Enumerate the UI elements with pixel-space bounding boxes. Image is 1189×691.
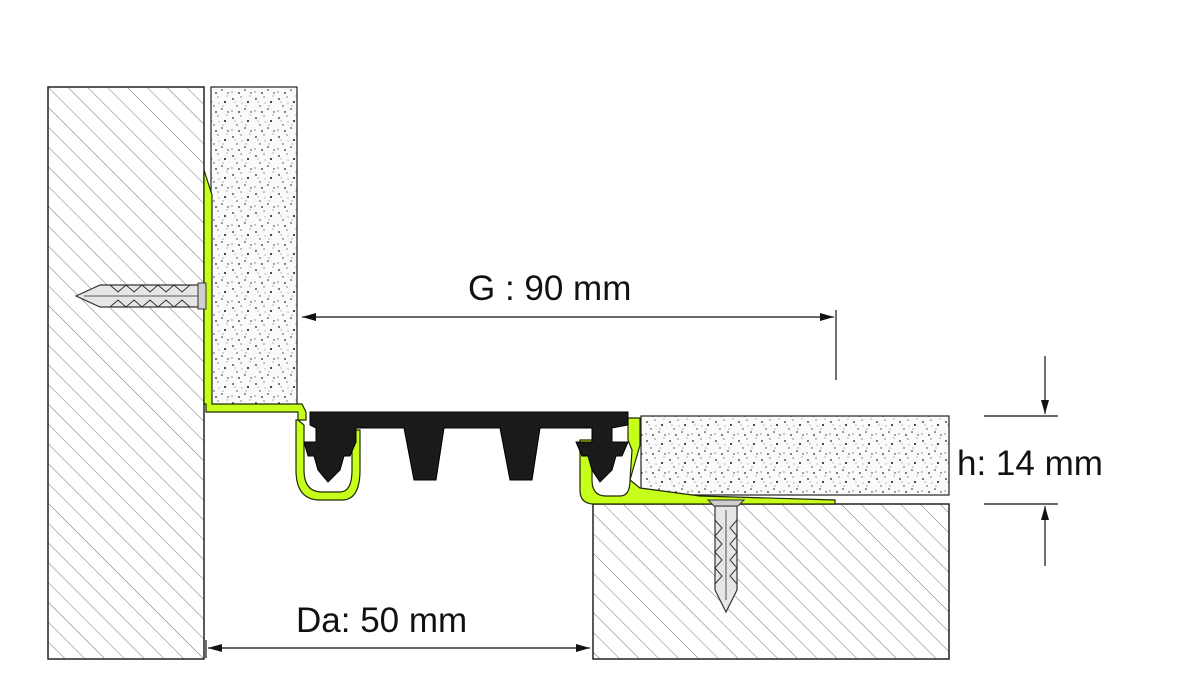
- right-floor-covering: [640, 415, 950, 496]
- left-anchor-dowel: [74, 282, 207, 310]
- height-dimension-label: h: 14 mm: [957, 444, 1103, 483]
- gap-dimension-label: G : 90 mm: [468, 269, 631, 308]
- right-floor-substrate: [592, 503, 950, 660]
- rubber-insert: [303, 411, 629, 483]
- right-anchor-dowel: [706, 499, 746, 614]
- left-wall-substrate: [47, 86, 205, 660]
- anchor-dimension-label: Da: 50 mm: [296, 601, 467, 640]
- left-wall-cladding: [210, 86, 298, 408]
